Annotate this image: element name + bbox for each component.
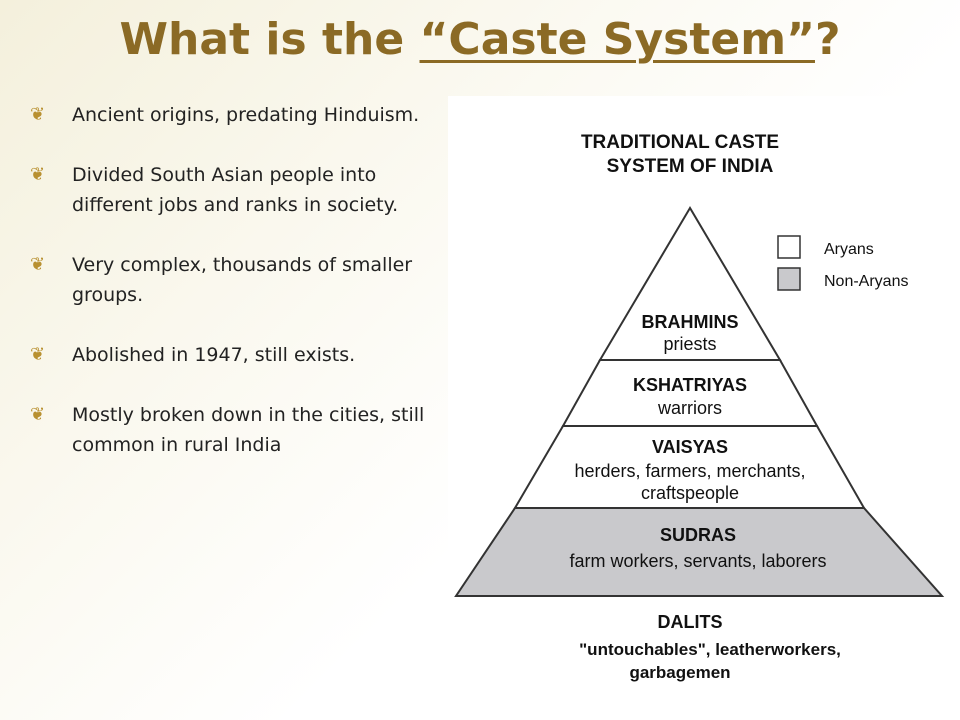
fleuron-bullet-icon: ❦ — [30, 254, 46, 275]
bullet-item: ❦ Abolished in 1947, still exists. — [30, 340, 450, 370]
bullet-item: ❦ Divided South Asian people into differe… — [30, 160, 450, 220]
bullet-text: Abolished in 1947, still exists. — [72, 344, 356, 366]
tier-vaisyas-desc-line2: craftspeople — [641, 483, 739, 503]
fleuron-bullet-icon: ❦ — [30, 404, 46, 425]
legend-non-aryans-label: Non-Aryans — [824, 273, 908, 290]
bullet-list: ❦ Ancient origins, predating Hinduism. ❦ D… — [30, 100, 450, 490]
bullet-item: ❦ Mostly broken down in the cities, still… — [30, 400, 450, 460]
tier-sudras-desc: farm workers, servants, laborers — [569, 551, 826, 571]
diagram-title-line2: SYSTEM OF INDIA — [607, 156, 774, 177]
title-emphasis: “Caste System” — [419, 14, 815, 65]
fleuron-bullet-icon: ❦ — [30, 344, 46, 365]
tier-brahmins-name: BRAHMINS — [642, 312, 739, 332]
title-prefix: What is the — [119, 14, 420, 65]
tier-brahmins-desc: priests — [663, 334, 716, 354]
slide-title: What is the “Caste System”? — [0, 14, 960, 65]
bullet-text: Ancient origins, predating Hinduism. — [72, 104, 420, 126]
fleuron-bullet-icon: ❦ — [30, 104, 46, 125]
tier-sudras-shape — [454, 507, 945, 597]
bullet-item: ❦ Very complex, thousands of smaller grou… — [30, 250, 450, 310]
outcast-desc-line2: garbagemen — [629, 663, 730, 682]
bullet-text: Very complex, thousands of smaller group… — [72, 254, 413, 306]
legend-non-aryans-swatch — [777, 267, 801, 291]
bullet-text: Divided South Asian people into differen… — [72, 164, 399, 216]
outcast-name: DALITS — [658, 612, 723, 632]
tier-vaisyas-name: VAISYAS — [652, 437, 728, 457]
caste-diagram-svg: TRADITIONAL CASTE SYSTEM OF INDIA BRAHMI… — [454, 132, 945, 682]
tier-kshatriyas-desc: warriors — [657, 398, 722, 418]
caste-diagram-figure: TRADITIONAL CASTE SYSTEM OF INDIA BRAHMI… — [448, 96, 960, 690]
tier-kshatriyas-name: KSHATRIYAS — [633, 375, 747, 395]
bullet-text: Mostly broken down in the cities, still … — [72, 404, 425, 456]
outcast-desc-line1: "untouchables", leatherworkers, — [579, 640, 841, 659]
tier-vaisyas-desc-line1: herders, farmers, merchants, — [574, 461, 805, 481]
legend-aryans-swatch — [777, 235, 801, 259]
tier-sudras-name: SUDRAS — [660, 525, 736, 545]
diagram-title-line1: TRADITIONAL CASTE — [581, 132, 779, 153]
title-suffix: ? — [814, 14, 841, 65]
bullet-item: ❦ Ancient origins, predating Hinduism. — [30, 100, 450, 130]
legend-aryans-label: Aryans — [824, 241, 874, 258]
fleuron-bullet-icon: ❦ — [30, 164, 46, 185]
